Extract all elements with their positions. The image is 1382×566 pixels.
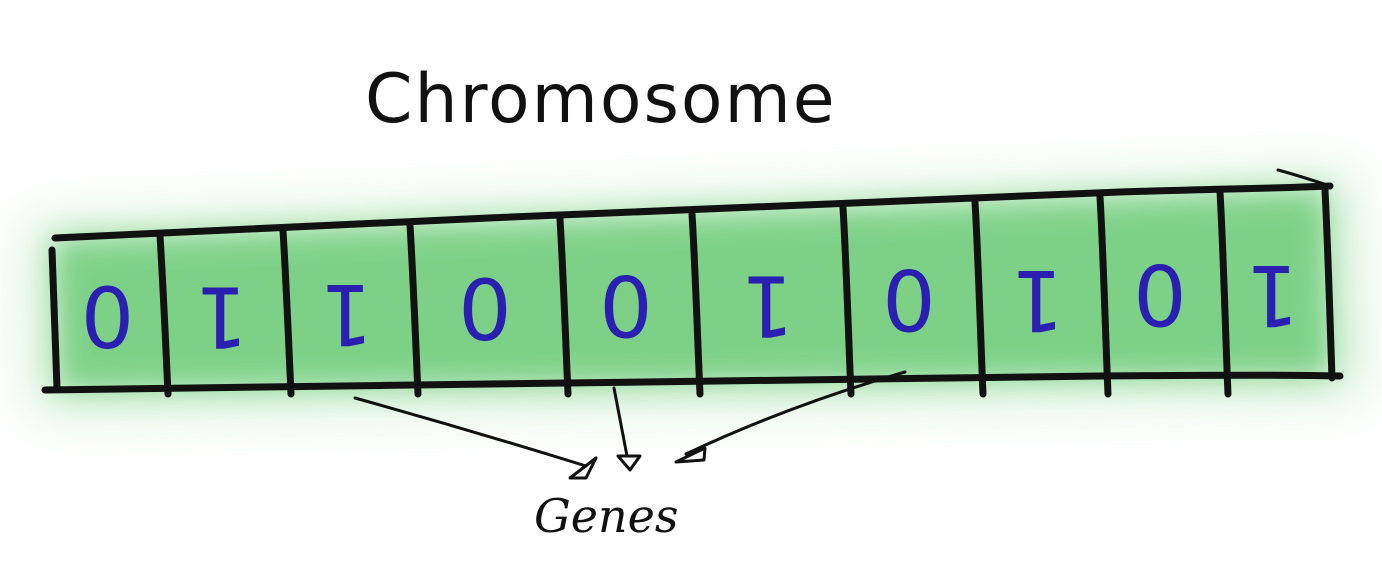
gene-bit: 0 xyxy=(458,262,511,360)
cell-dividers xyxy=(156,188,1232,398)
gene-bit: 0 xyxy=(81,270,134,368)
gene-arrow-shaft xyxy=(353,396,588,468)
gene-arrow-shaft xyxy=(684,370,907,456)
gene-bit: 0 xyxy=(1133,248,1186,346)
cell-divider xyxy=(556,215,572,398)
cell-divider xyxy=(406,221,422,398)
gene-arrows xyxy=(353,370,907,480)
gene-arrow-shaft xyxy=(612,386,629,458)
cell-divider xyxy=(971,198,987,398)
cell-divider xyxy=(1216,188,1232,398)
gene-arrow-head xyxy=(616,454,642,472)
diagram-title: Chromosome xyxy=(365,60,837,139)
gene-bit: 0 xyxy=(882,254,935,352)
strip-right-edge xyxy=(1321,186,1336,382)
gene-bit: 1 xyxy=(1246,246,1299,344)
cell-divider xyxy=(1096,193,1112,398)
gene-bit: 1 xyxy=(320,265,373,363)
gene-bit: 1 xyxy=(741,256,794,354)
gene-bit: 0 xyxy=(599,259,652,357)
cell-divider xyxy=(839,204,855,398)
strip-left-edge xyxy=(48,246,61,392)
cell-divider xyxy=(279,227,295,398)
gene-arrow-head xyxy=(568,456,598,480)
strip-top-edge-flick xyxy=(1276,168,1332,188)
cell-divider xyxy=(156,232,172,398)
genes-label: Genes xyxy=(534,489,678,543)
gene-bit: 1 xyxy=(195,268,248,366)
cell-divider xyxy=(688,210,704,398)
gene-arrow-head xyxy=(674,446,707,464)
gene-bit: 1 xyxy=(1011,251,1064,349)
strip-top-edge xyxy=(51,182,1334,242)
